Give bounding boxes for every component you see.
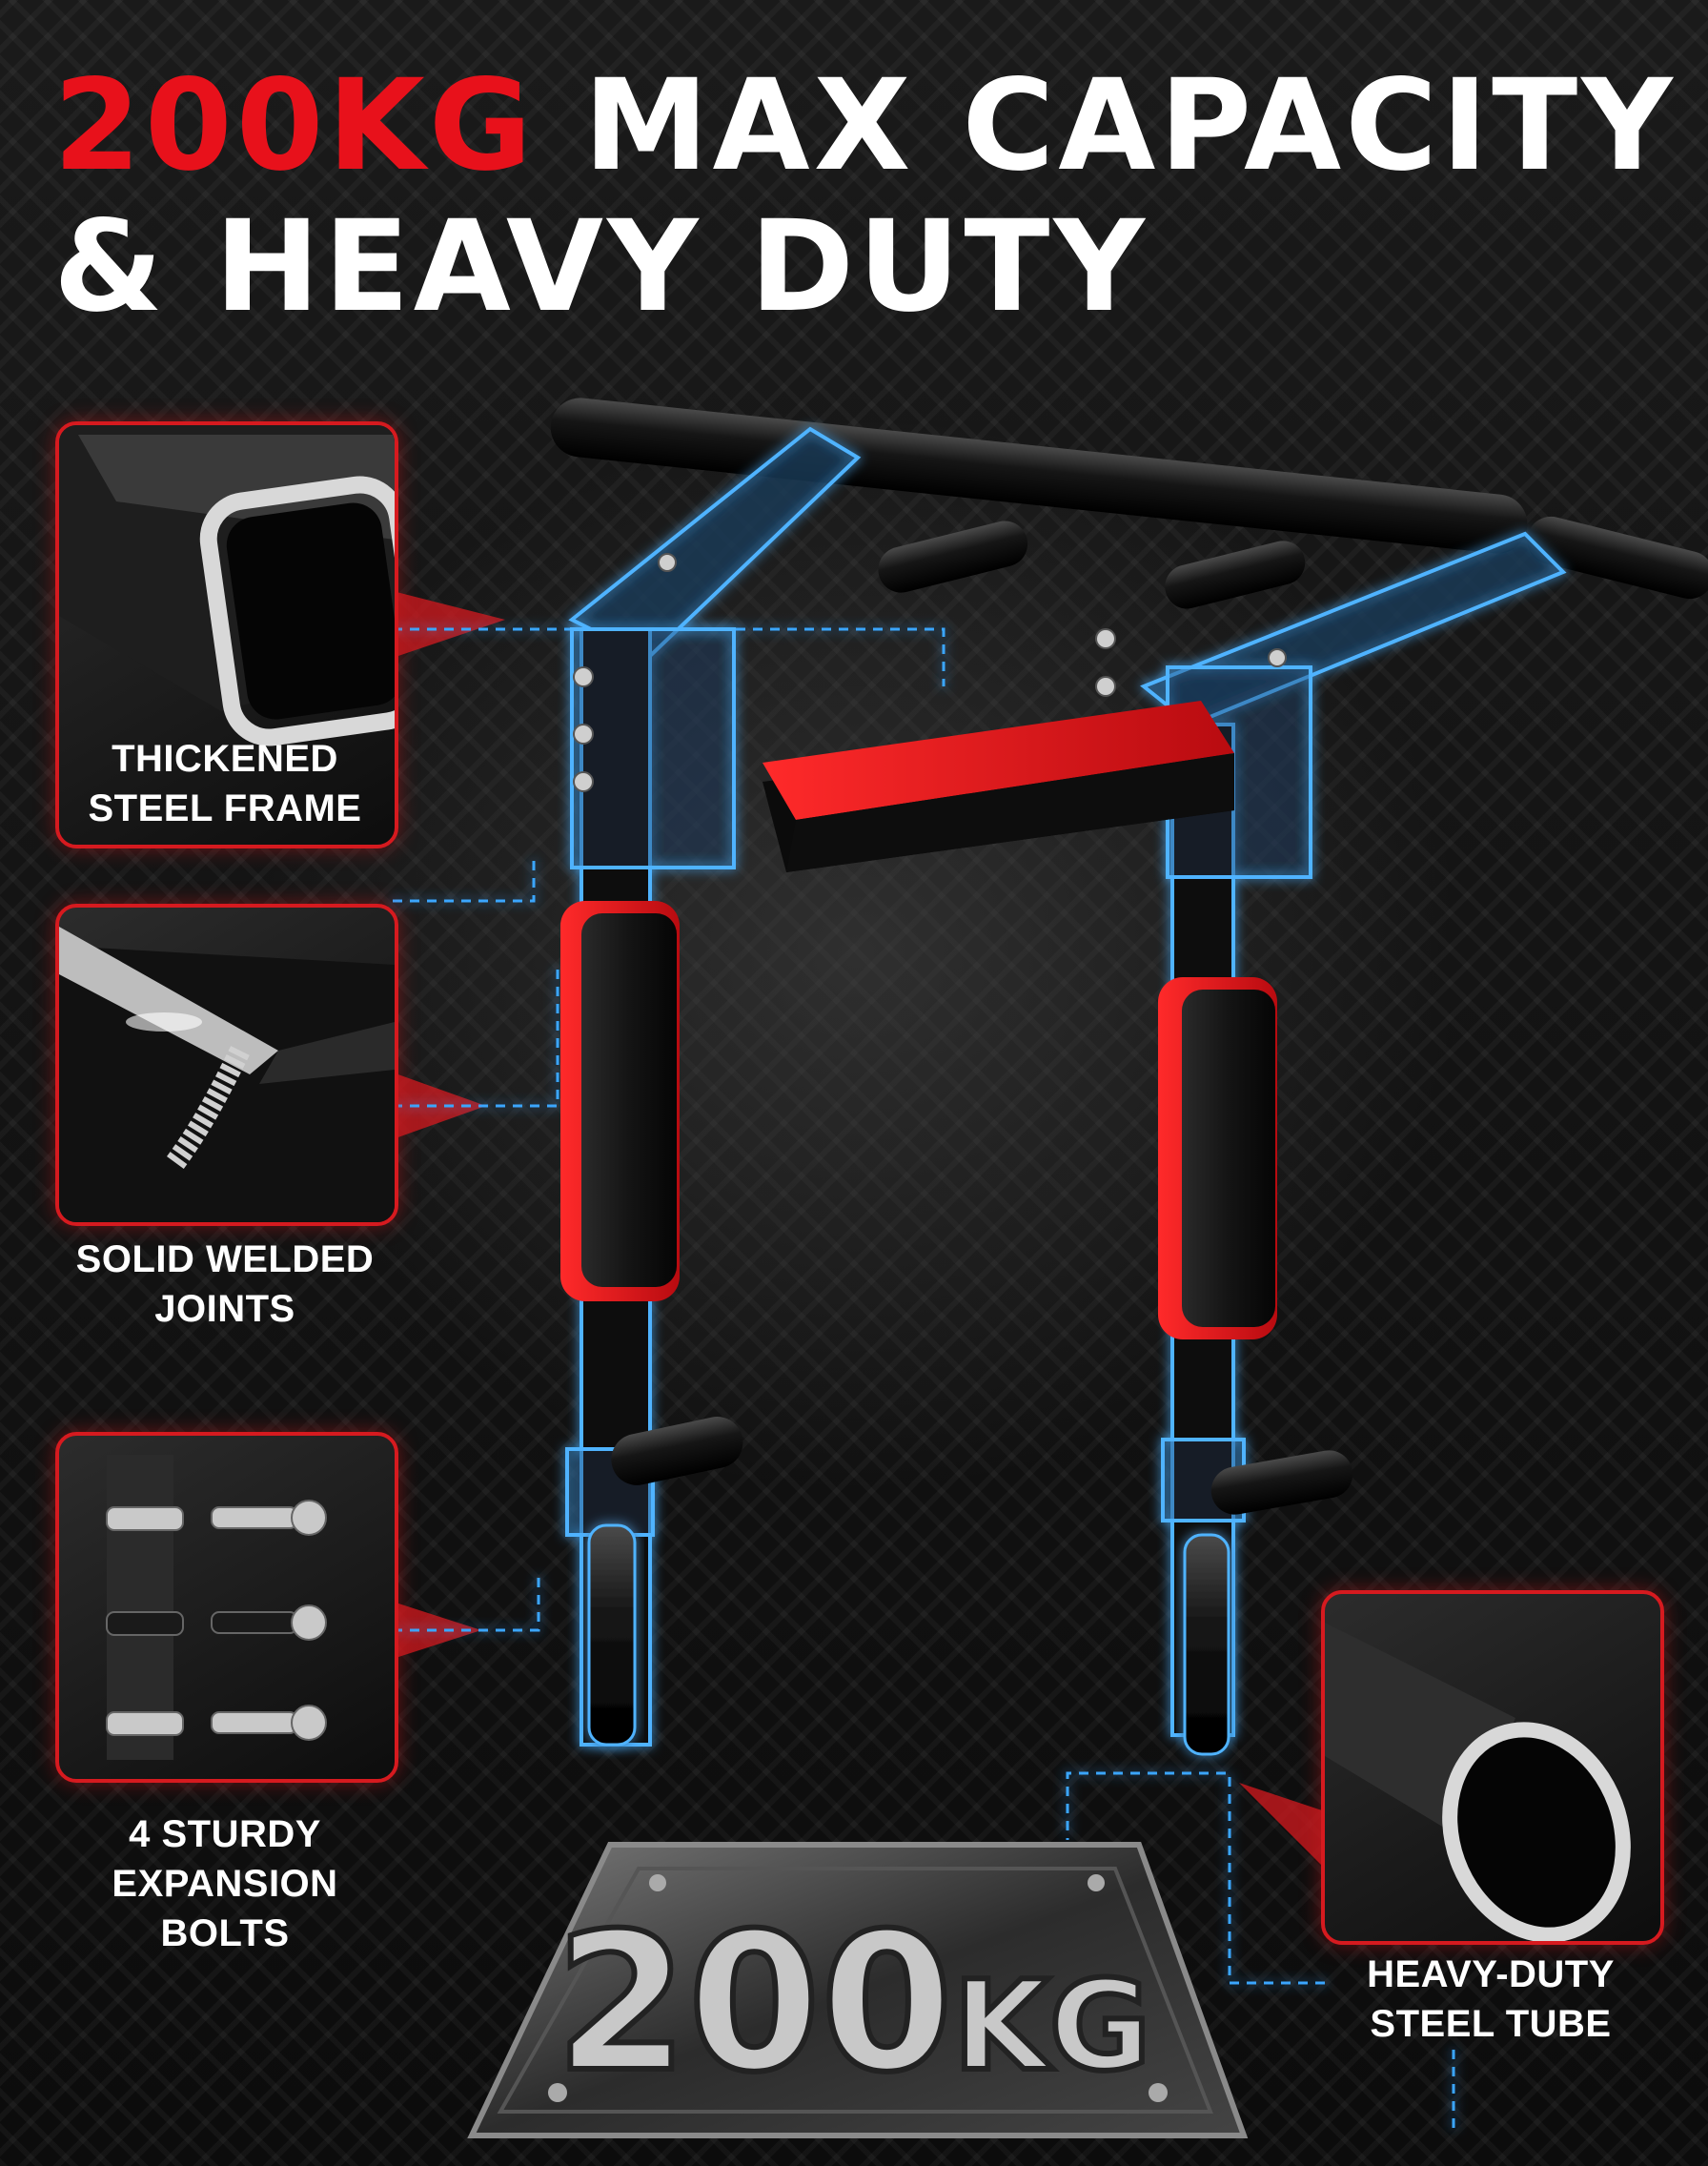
feature-panel-expansion-bolts — [55, 1432, 398, 1783]
feature-panel-steel-tube — [1321, 1590, 1664, 1945]
expansion-bolts-icon — [106, 1455, 327, 1760]
weight-plate-text: 200KG — [556, 1892, 1151, 2115]
feature-panel-steel-frame — [55, 421, 398, 848]
round-steel-tube-icon — [1325, 1623, 1631, 1941]
headline-line2: & HEAVY DUTY — [53, 194, 1149, 340]
weight-plate: 200KG — [467, 1842, 1249, 2138]
steel-frame-cross-section-icon — [59, 425, 395, 746]
welded-joint-icon — [59, 927, 395, 1222]
headline: 200KG MAX CAPACITY & HEAVY DUTY — [53, 55, 1677, 337]
headline-line1: MAX CAPACITY — [583, 52, 1677, 199]
headline-highlight: 200KG — [53, 52, 537, 199]
feature-panel-welded-joints — [55, 904, 398, 1226]
